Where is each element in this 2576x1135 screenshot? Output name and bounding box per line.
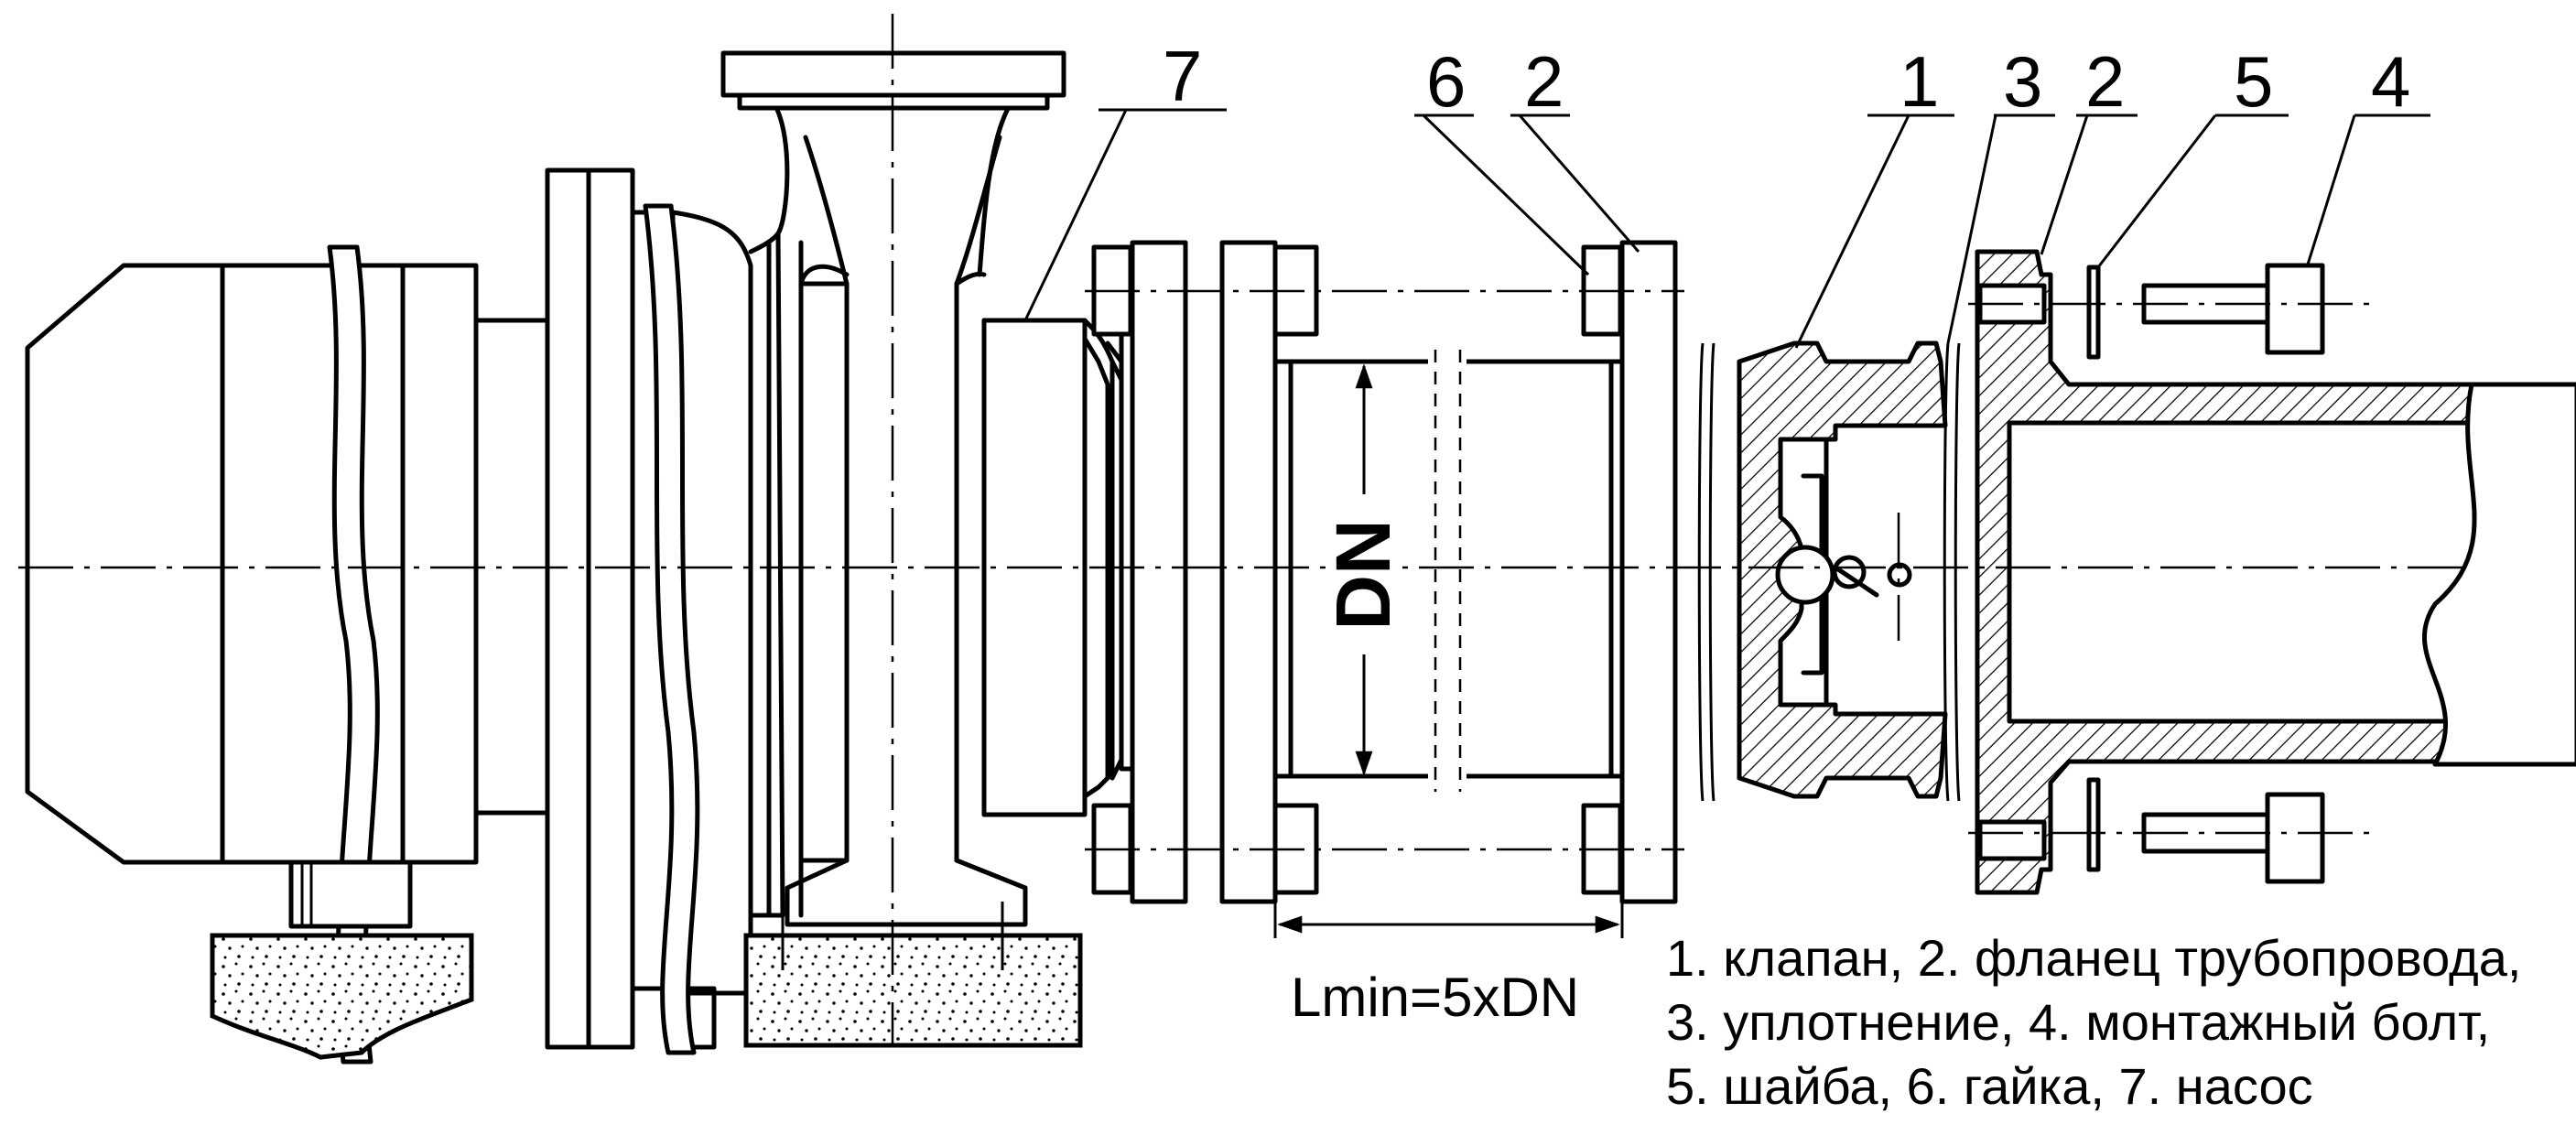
legend: 1. клапан, 2. фланец трубопровода, 3. уп…: [1666, 926, 2572, 1119]
callout-4: 4: [2371, 41, 2410, 122]
spool-piece: [1219, 240, 1678, 904]
pipe-flange-right: [1975, 249, 2576, 895]
callout-2-right: 2: [2085, 41, 2125, 122]
dn-label: DN: [1320, 519, 1406, 630]
callout-3: 3: [2003, 41, 2042, 122]
pump-bracket: [545, 168, 753, 1055]
seal-left: [1697, 342, 1716, 802]
bolt-top: [2141, 263, 2325, 355]
callouts: 7 6 2 1 3 2 5 4: [1023, 36, 2430, 349]
center-lines: [18, 14, 2472, 1043]
legend-line-1: 1. клапан, 2. фланец трубопровода,: [1666, 929, 2522, 987]
pump-flange: [1091, 240, 1188, 904]
washer-top: [2086, 265, 2101, 360]
callout-2-left: 2: [1524, 41, 1564, 122]
callout-5: 5: [2234, 41, 2273, 122]
callout-1: 1: [1900, 41, 1939, 122]
bolt-bottom: [2141, 792, 2325, 884]
dn-dimension: DN: [1320, 363, 1406, 776]
legend-line-2: 3. уплотнение, 4. монтажный болт,: [1666, 993, 2491, 1051]
motor-foot: [210, 859, 474, 1060]
length-dimension: Lmin=5xDN: [1273, 902, 1624, 1028]
legend-line-3: 5. шайба, 6. гайка, 7. насос: [1666, 1057, 2313, 1115]
seal-right: [1943, 342, 1961, 802]
pump: [720, 50, 1115, 1048]
callout-6: 6: [1426, 41, 1466, 122]
callout-7: 7: [1163, 36, 1202, 116]
check-valve: [1737, 340, 1948, 799]
length-label: Lmin=5xDN: [1291, 967, 1579, 1028]
washer-bottom: [2086, 777, 2101, 872]
